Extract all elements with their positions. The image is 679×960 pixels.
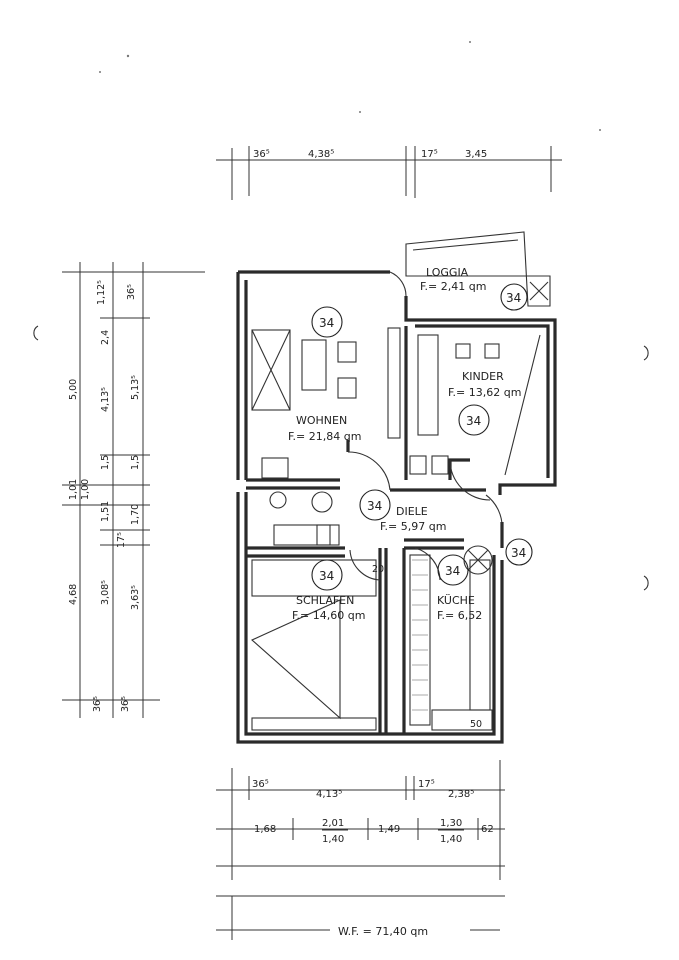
top-dim-3: 17⁵ bbox=[421, 149, 438, 160]
bottom2-dim-2: 2,01 bbox=[322, 818, 344, 829]
left-inner-dim-2: 36⁵ bbox=[126, 284, 137, 300]
kinder-tag: 34 bbox=[466, 414, 481, 428]
diele-name: DIELE bbox=[396, 505, 428, 518]
bottom2-dim-7: 62 bbox=[481, 824, 494, 835]
loggia-tag: 34 bbox=[506, 291, 521, 305]
left-outer-dim-3: 1,00 bbox=[80, 479, 91, 500]
left-inner-dim-5: 1,70 bbox=[130, 504, 141, 525]
left-mid-dim-7: 36⁵ bbox=[92, 696, 103, 712]
left-mid-dim-5: 17⁵ bbox=[116, 532, 127, 548]
bottom2-dim-3: 1,40 bbox=[322, 834, 344, 845]
furniture bbox=[251, 327, 541, 731]
left-outer-dim-4: 4,68 bbox=[68, 584, 79, 605]
loggia-area: F.= 2,41 qm bbox=[420, 280, 486, 293]
left-inner-dim-6: 3,63⁵ bbox=[130, 585, 141, 610]
schlafen-tag: 34 bbox=[319, 569, 334, 583]
left-mid-dim-4: 1,51 bbox=[100, 501, 111, 522]
left-outer-dim-2: 1,01 bbox=[68, 479, 79, 500]
bottom2-dim-4: 1,49 bbox=[378, 824, 400, 835]
left-mid-dim-6: 3,08⁵ bbox=[100, 580, 111, 605]
bottom-dim-1: 36⁵ bbox=[252, 779, 269, 790]
wohnen-name: WOHNEN bbox=[296, 414, 347, 427]
left-mid-dim-3: 1,5 bbox=[100, 455, 111, 470]
bottom2-dim-1: 1,68 bbox=[254, 824, 276, 835]
top-dim-1: 36⁵ bbox=[253, 149, 270, 160]
diele-tag: 34 bbox=[367, 499, 382, 513]
misc-dim-1: 20 bbox=[372, 564, 384, 575]
bottom-dimension-chains: 36⁵ 4,13⁵ 17⁵ 2,38⁵ 1,68 2,01 1,40 1,49 … bbox=[216, 760, 505, 940]
diele-area: F.= 5,97 qm bbox=[380, 520, 446, 533]
schlafen-name: SCHLAFEN bbox=[296, 594, 354, 607]
left-inner-dim-4: 1,5 bbox=[130, 455, 141, 470]
kuche-tag: 34 bbox=[445, 564, 460, 578]
wohnen-tag: 34 bbox=[319, 316, 334, 330]
top-dim-4: 3,45 bbox=[465, 149, 487, 160]
room-tags: 34 34 34 34 34 34 34 bbox=[311, 283, 533, 591]
top-dimension-chain: 36⁵ 4,38⁵ 17⁵ 3,45 bbox=[216, 146, 562, 200]
paper-marks bbox=[33, 41, 649, 591]
kuche-area: F.= 6,52 bbox=[437, 609, 482, 622]
left-outer-dim-1: 5,00 bbox=[68, 379, 79, 400]
kinder-area: F.= 13,62 qm bbox=[448, 386, 521, 399]
walls bbox=[236, 231, 557, 744]
bottom2-dim-5: 1,30 bbox=[440, 818, 462, 829]
left-inner-dim-3: 5,13⁵ bbox=[130, 375, 141, 400]
left-mid-dim-2: 4,13⁵ bbox=[100, 387, 111, 412]
total-area: W.F. = 71,40 qm bbox=[338, 925, 428, 938]
kinder-name: KINDER bbox=[462, 370, 504, 383]
loggia-name: LOGGIA bbox=[426, 266, 469, 279]
top-dim-2: 4,38⁵ bbox=[308, 149, 334, 160]
misc-dim-2: 50 bbox=[470, 719, 482, 730]
bottom-dim-4: 2,38⁵ bbox=[448, 789, 474, 800]
wohnen-area: F.= 21,84 qm bbox=[288, 430, 361, 443]
bottom-dim-2: 4,13⁵ bbox=[316, 789, 342, 800]
kuche-name: KÜCHE bbox=[437, 594, 475, 607]
room-labels: WOHNEN F.= 21,84 qm KINDER F.= 13,62 qm … bbox=[288, 266, 521, 730]
left-mid-dim-1: 2,4 bbox=[100, 330, 111, 345]
bad-tag: 34 bbox=[511, 546, 526, 560]
schlafen-area: F.= 14,60 qm bbox=[292, 609, 365, 622]
left-inner-dim-1: 1,12⁵ bbox=[96, 280, 107, 305]
bottom-dim-3: 17⁵ bbox=[418, 779, 435, 790]
bottom2-dim-6: 1,40 bbox=[440, 834, 462, 845]
left-inner-dim-7: 36⁵ bbox=[120, 696, 131, 712]
left-dimension-chains: 5,00 1,01 1,00 4,68 2,4 4,13⁵ 1,5 1,51 1… bbox=[62, 262, 205, 718]
